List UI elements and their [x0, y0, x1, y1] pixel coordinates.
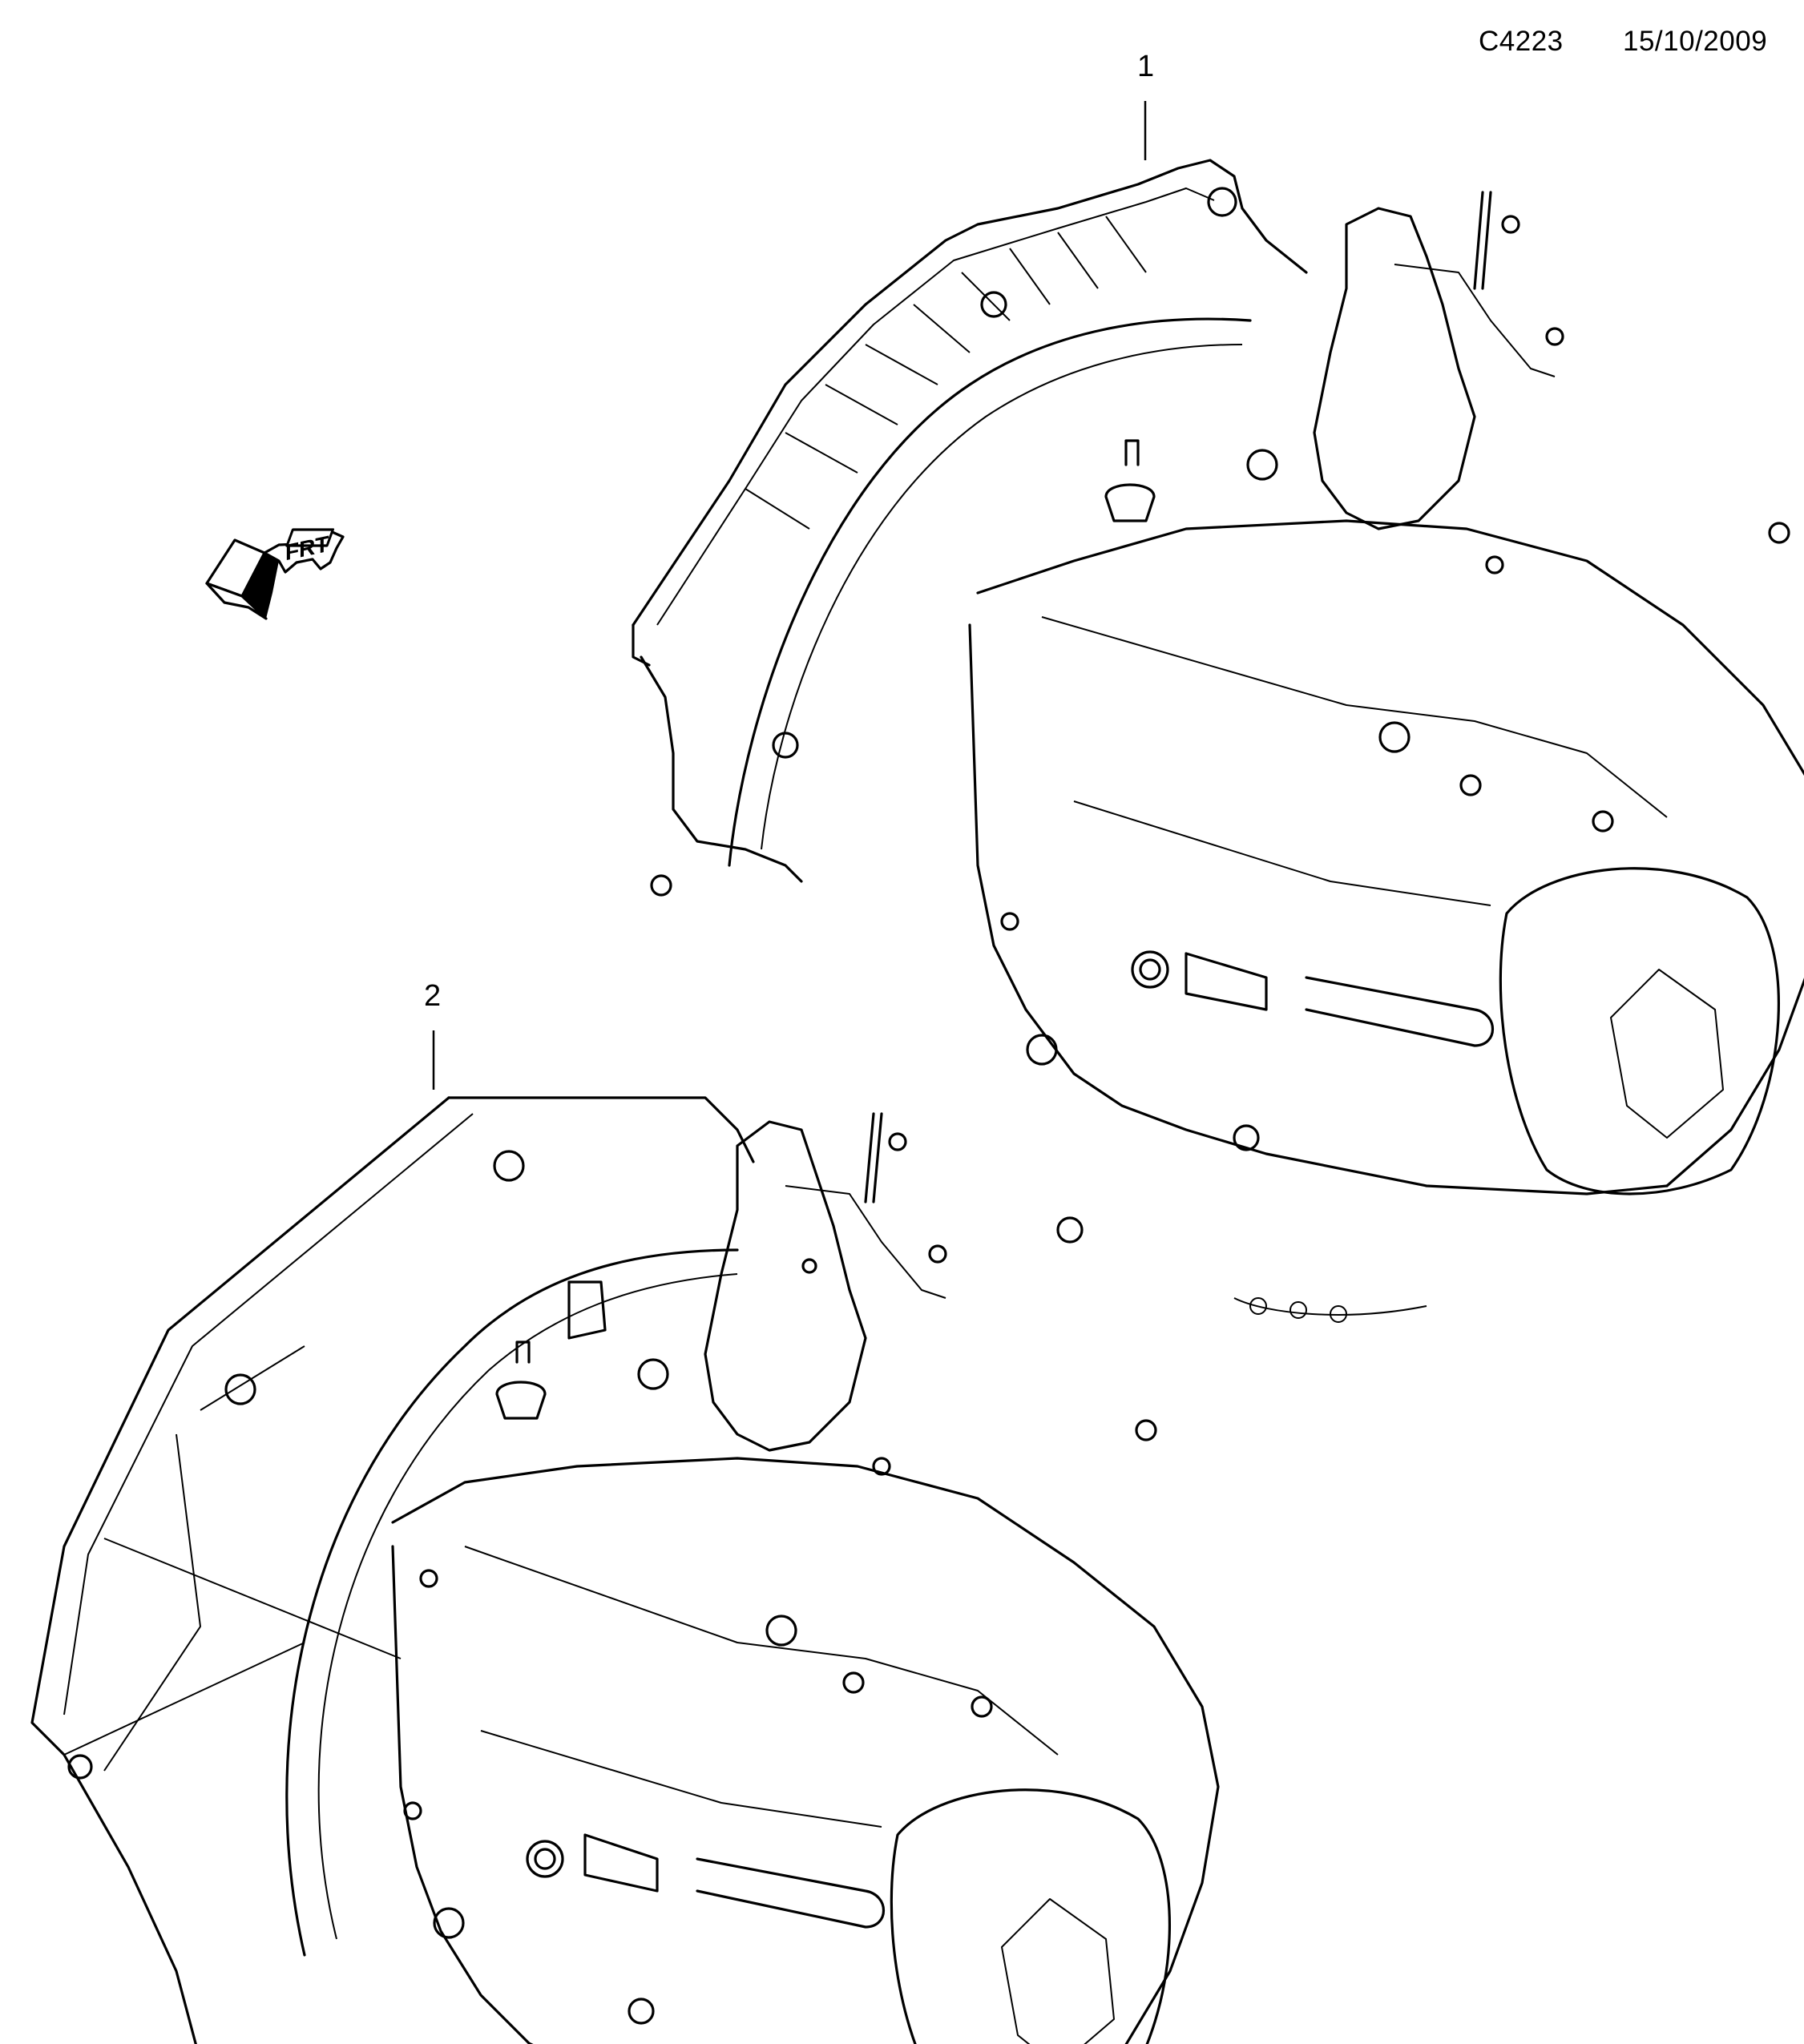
callout-number-2[interactable]: 2 [424, 979, 442, 1013]
diagram-date: 15/10/2009 [1623, 26, 1768, 57]
diagram-code: C4223 [1479, 26, 1564, 57]
callout-number-1[interactable]: 1 [1137, 50, 1155, 83]
